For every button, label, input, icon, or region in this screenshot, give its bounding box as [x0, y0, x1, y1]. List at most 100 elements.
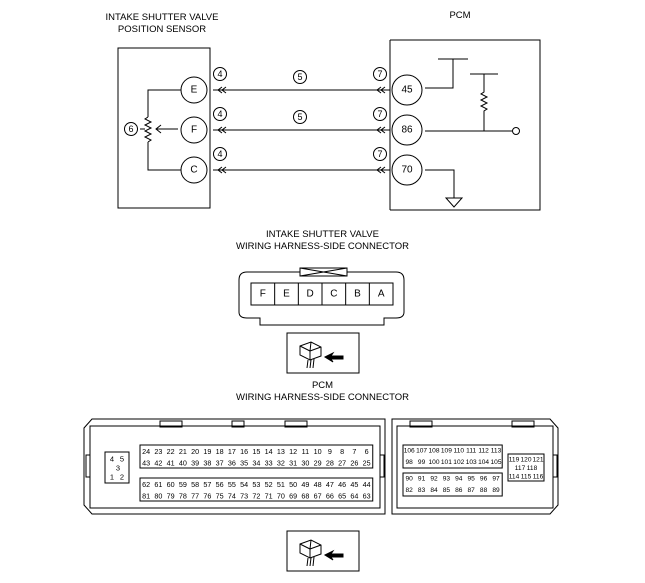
sensor-terminal [180, 76, 208, 104]
pcm-pin-number: 64 [350, 491, 358, 500]
sensor-title: INTAKE SHUTTER VALVE POSITION SENSOR [84, 12, 240, 36]
pcm-pin-number: 73 [240, 491, 248, 500]
pcm-pin-number: 56 [216, 480, 224, 489]
ground-icon [444, 197, 464, 208]
pcm-pin-number: 104 [478, 459, 489, 466]
pcm-pin-number: 30 [301, 458, 309, 467]
pcm-pin-number: 45 [350, 480, 358, 489]
pcm-pin-number: 66 [326, 491, 334, 500]
valve-connector-pin: B [354, 289, 361, 300]
pcm-pin-number: 4 [110, 455, 114, 464]
pcm-pin-number: 9 [328, 447, 332, 456]
pcm-pin-number: 101 [441, 459, 452, 466]
sensor-side-marker-text: 4 [217, 109, 222, 119]
pcm-pin-number: 121 [532, 457, 543, 464]
pcm-pin-number: 113 [491, 448, 502, 455]
valve-connector-pin: C [330, 289, 337, 300]
wiper-arrow-icon [155, 124, 162, 134]
pcm-pin-number: 25 [363, 458, 371, 467]
connector-view-icon-2 [299, 539, 344, 567]
connector-chevron-icon [380, 86, 386, 94]
pcm-pin-number: 67 [314, 491, 322, 500]
pcm-box-outline [390, 39, 541, 211]
pcm-pin-number: 23 [154, 447, 162, 456]
pcm-pin-number: 44 [363, 480, 371, 489]
pcm-terminal [391, 74, 423, 106]
latch-cross-b [299, 267, 348, 277]
pcm-pin-number: 76 [203, 491, 211, 500]
pcm-terminal-label: 70 [401, 165, 413, 176]
pcm-left-grid-top [139, 444, 374, 469]
connector2-title: PCM WIRING HARNESS-SIDE CONNECTOR [200, 380, 445, 404]
pcm-pin-number: 18 [216, 447, 224, 456]
pcm-pin-number: 50 [289, 480, 297, 489]
pcm-pin-number: 46 [338, 480, 346, 489]
pcm-pin-number: 15 [252, 447, 260, 456]
pcm-side-marker-text: 7 [377, 69, 382, 79]
connector-chevron-icon [221, 126, 227, 134]
pcm-pin-number: 79 [167, 491, 175, 500]
pcm-pin-number: 93 [443, 476, 451, 483]
pcm-pin-number: 42 [154, 458, 162, 467]
pcm-pin-number: 41 [167, 458, 175, 467]
pcm-pin-number: 95 [468, 476, 476, 483]
wire-marker [293, 70, 307, 84]
sensor-side-marker-text: 4 [217, 149, 222, 159]
pcm-pin-number: 40 [179, 458, 187, 467]
pcm-pin-number: 114 [509, 474, 520, 481]
pcm-pin-number: 110 [454, 448, 465, 455]
pcm-pin-number: 120 [520, 457, 531, 464]
pcm-pin-number: 62 [142, 480, 150, 489]
pcm-pin-number: 103 [466, 459, 477, 466]
pcm-pin-number: 69 [289, 491, 297, 500]
pcm-pin-number: 6 [365, 447, 369, 456]
connector2-title-line1: PCM [311, 380, 334, 391]
pcm-pullup-resistor [479, 74, 489, 131]
pcm-right-notch-b [511, 420, 535, 428]
pcm-pin-number: 105 [490, 459, 501, 466]
valve-connector-outline [238, 271, 405, 326]
pcm-pin-number: 43 [142, 458, 150, 467]
pcm-pin-number: 11 [302, 447, 309, 456]
pcm-pin-number: 94 [455, 476, 463, 483]
pcm-left-notch-b [284, 420, 308, 428]
pcm-pin-number: 84 [430, 487, 438, 494]
pcm-pin-number: 117 [515, 465, 526, 472]
pcm-pin-number: 85 [443, 487, 451, 494]
connector-chevron-icon [217, 86, 223, 94]
pcm-terminal [391, 114, 423, 146]
pcm-side-marker [373, 107, 387, 121]
sensor-side-marker-text: 4 [217, 69, 222, 79]
pcm-pin-number: 70 [277, 491, 285, 500]
pcm-pin-number: 49 [301, 480, 309, 489]
pcm-pin-number: 118 [527, 465, 538, 472]
connector-chevron-icon [221, 86, 227, 94]
pcm-pin-number: 119 [509, 457, 520, 464]
pcm-right-grid-bottom [402, 472, 503, 497]
pcm-pin-number: 116 [533, 474, 544, 481]
sensor-terminal-label: E [191, 85, 198, 96]
connector-chevron-icon [217, 126, 223, 134]
pcm-pin-number: 88 [480, 487, 488, 494]
pcm-left-notch-a [159, 420, 183, 428]
pcm-pin-number: 36 [228, 458, 236, 467]
pcm-pin-number: 86 [455, 487, 463, 494]
pcm-pin-number: 17 [228, 447, 236, 456]
pcm-pin-number: 1 [110, 473, 114, 482]
pcm-pin-number: 37 [216, 458, 224, 467]
pcm-pin-number: 51 [277, 480, 285, 489]
pcm-pin-number: 24 [142, 447, 150, 456]
pcm-pin-number: 53 [252, 480, 260, 489]
sensor-wire-bottom [147, 142, 194, 171]
pcm-terminal [391, 154, 423, 186]
pcm-pin-number: 80 [154, 491, 162, 500]
sensor-title-line1: INTAKE SHUTTER VALVE [105, 12, 219, 23]
pcm-pin-number: 108 [428, 448, 439, 455]
pcm-connector-left-outline [83, 418, 386, 515]
pcm-title: PCM [449, 10, 471, 21]
pcm-pin-number: 77 [191, 491, 199, 500]
pcm-pin-number: 100 [428, 459, 439, 466]
pcm-pin-number: 102 [453, 459, 464, 466]
pcm-pin-number: 65 [338, 491, 346, 500]
